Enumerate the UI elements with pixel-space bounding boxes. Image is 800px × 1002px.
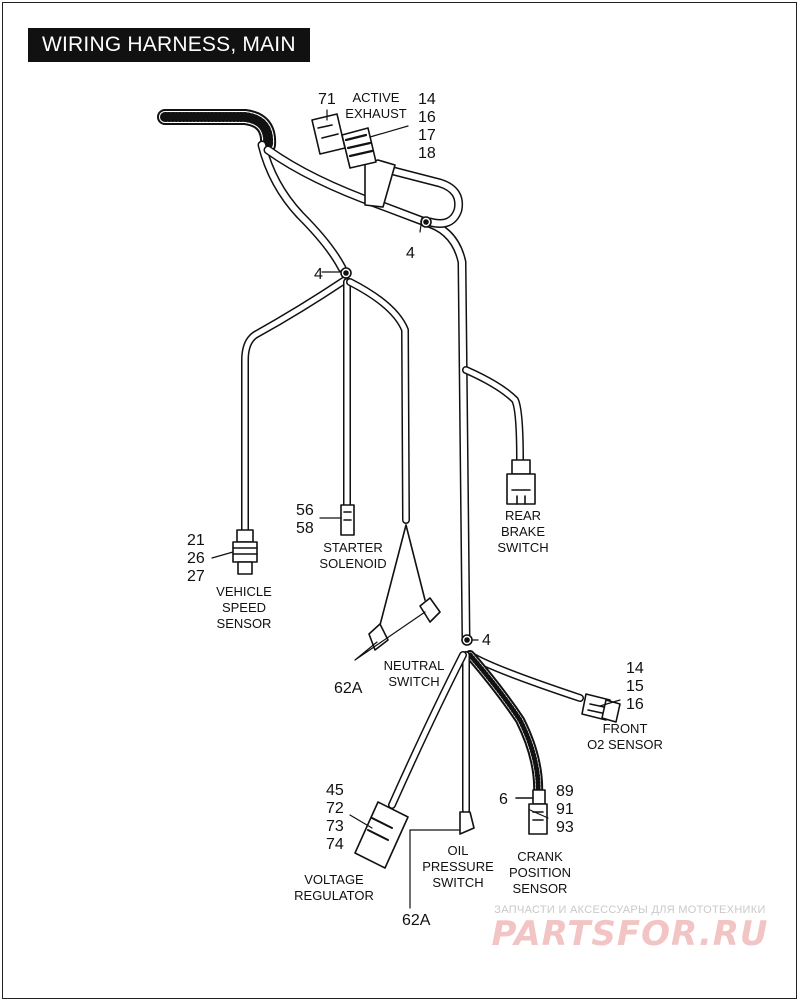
branch-neutral [346, 278, 426, 626]
ref-45: 45 [326, 782, 344, 799]
ref-89: 89 [556, 783, 574, 800]
watermark: ЗАПЧАСТИ И АКСЕССУАРЫ ДЛЯ МОТОТЕХНИКИ PA… [470, 904, 790, 952]
ref-26: 26 [187, 550, 205, 567]
ref-91: 91 [556, 801, 574, 818]
vss-label-2: SPEED [222, 600, 266, 615]
oil-label-1: OIL [448, 843, 469, 858]
ref-74: 74 [326, 836, 344, 853]
vss-label-3: SENSOR [217, 616, 272, 631]
active-exhaust-connector [311, 113, 377, 169]
ref-16-o2: 16 [626, 696, 644, 713]
branch-regulator [388, 651, 467, 809]
vss-label-1: VEHICLE [216, 584, 272, 599]
clip-lower [461, 634, 473, 646]
neutral-label-2: SWITCH [388, 674, 439, 689]
regulator-label-2: REGULATOR [294, 888, 374, 903]
ref-58: 58 [296, 520, 314, 537]
ref-16-exhaust: 16 [418, 109, 436, 126]
ref-18-exhaust: 18 [418, 145, 436, 162]
ref-71: 71 [318, 91, 336, 108]
rear-brake-label-3: SWITCH [497, 540, 548, 555]
neutral-label-1: NEUTRAL [384, 658, 445, 673]
main-conduit [157, 109, 277, 153]
vss-connector [232, 529, 258, 575]
leader-lines [211, 109, 621, 909]
oil-pressure-terminal [459, 811, 475, 835]
clip-upper [340, 267, 352, 279]
rear-brake-label-2: BRAKE [501, 524, 545, 539]
branch-crank [465, 650, 544, 800]
labels: ACTIVE EXHAUST 71 14 16 17 18 4 4 4 21 2… [187, 90, 663, 929]
regulator-label-1: VOLTAGE [304, 872, 364, 887]
ref-6: 6 [499, 791, 508, 808]
branch-vss [241, 276, 349, 534]
ref-17-exhaust: 17 [418, 127, 436, 144]
clip-ref-lower: 4 [482, 632, 491, 649]
ref-56: 56 [296, 502, 314, 519]
oil-label-3: SWITCH [432, 875, 483, 890]
ref-27: 27 [187, 568, 205, 585]
oil-label-2: PRESSURE [422, 859, 494, 874]
crank-sensor [515, 789, 548, 835]
branch-rear-brake [462, 366, 524, 464]
crank-label-2: POSITION [509, 865, 571, 880]
starter-label-1: STARTER [323, 540, 382, 555]
crank-label-3: SENSOR [513, 881, 568, 896]
ref-21: 21 [187, 532, 205, 549]
clip-exhaust [420, 216, 432, 228]
ref-14-o2: 14 [626, 660, 644, 677]
active-exhaust-loop [364, 159, 464, 228]
o2-label-1: FRONT [603, 721, 648, 736]
clip-ref-exhaust: 4 [406, 245, 415, 262]
regulator-connector [354, 801, 409, 869]
crank-label-1: CRANK [517, 849, 563, 864]
trunk-left [257, 140, 347, 273]
watermark-caption: ЗАПЧАСТИ И АКСЕССУАРЫ ДЛЯ МОТОТЕХНИКИ [494, 904, 766, 916]
active-exhaust-label-1: ACTIVE [353, 90, 400, 105]
starter-connector [340, 504, 355, 536]
page-title: WIRING HARNESS, MAIN [28, 28, 310, 62]
ref-14-exhaust: 14 [418, 91, 436, 108]
starter-label-2: SOLENOID [319, 556, 386, 571]
o2-label-2: O2 SENSOR [587, 737, 663, 752]
active-exhaust-label-2: EXHAUST [345, 106, 406, 121]
ref-72: 72 [326, 800, 344, 817]
o2-connector [581, 693, 621, 723]
neutral-switch-terminals [368, 597, 441, 651]
ref-93: 93 [556, 819, 574, 836]
watermark-logo: PARTSFOR.RU [491, 914, 769, 954]
ref-62a-oil: 62A [402, 912, 431, 929]
clip-ref-upper: 4 [314, 266, 323, 283]
rear-brake-label-1: REAR [505, 508, 541, 523]
ref-73: 73 [326, 818, 344, 835]
ref-62a-neutral: 62A [334, 680, 363, 697]
rear-brake-connector [506, 459, 536, 505]
ref-15-o2: 15 [626, 678, 644, 695]
